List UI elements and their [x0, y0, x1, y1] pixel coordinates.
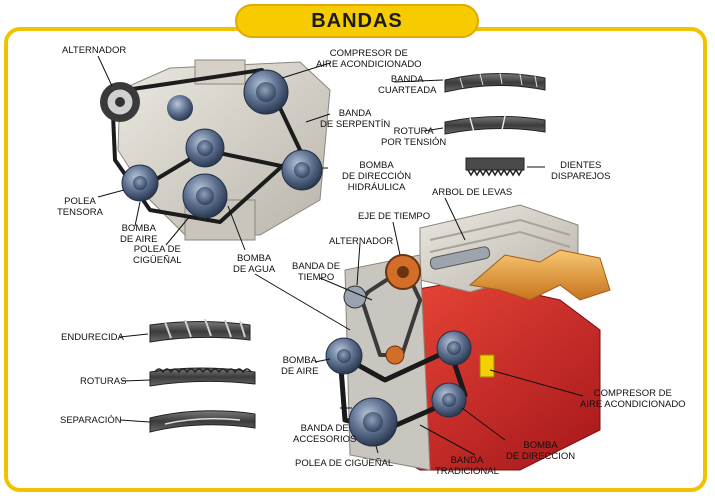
- label-alternador-bottom: ALTERNADOR: [329, 236, 393, 247]
- belt-roturas: [150, 368, 255, 386]
- ac-compressor-pulley-top: [244, 70, 288, 114]
- ac-compressor-body: [480, 355, 494, 377]
- tensioner-pulley: [122, 165, 158, 201]
- idler-pulley: [167, 95, 193, 121]
- belt-dientes: [466, 158, 524, 175]
- cam-gear: [386, 255, 420, 289]
- label-polea-cig-bottom: POLEA DE CIGÜEÑAL: [295, 458, 393, 469]
- label-roturas: ROTURAS: [80, 376, 126, 387]
- label-eje-tiempo: EJE DE TIEMPO: [358, 211, 430, 222]
- label-arbol-levas: ARBOL DE LEVAS: [432, 187, 512, 198]
- air-pump-pulley-bottom: [326, 338, 362, 374]
- label-alternador-top: ALTERNADOR: [62, 45, 126, 56]
- crank-sprocket: [386, 346, 404, 364]
- belt-endurecida: [150, 319, 250, 342]
- alternator-pulley-top: [100, 82, 140, 122]
- water-pump-pulley-top: [186, 129, 224, 167]
- belt-rotura-tension: [445, 116, 545, 134]
- power-steering-pulley-bottom: [432, 383, 466, 417]
- belt-separacion: [150, 411, 255, 432]
- label-endurecida: ENDURECIDA: [61, 332, 124, 343]
- ac-pulley-bottom: [437, 331, 471, 365]
- belt-cuarteada: [445, 73, 545, 92]
- top-engine: [100, 60, 330, 240]
- crank-pulley-top: [183, 174, 227, 218]
- label-separacion: SEPARACIÓN: [60, 415, 122, 426]
- power-steering-pulley-top: [282, 150, 322, 190]
